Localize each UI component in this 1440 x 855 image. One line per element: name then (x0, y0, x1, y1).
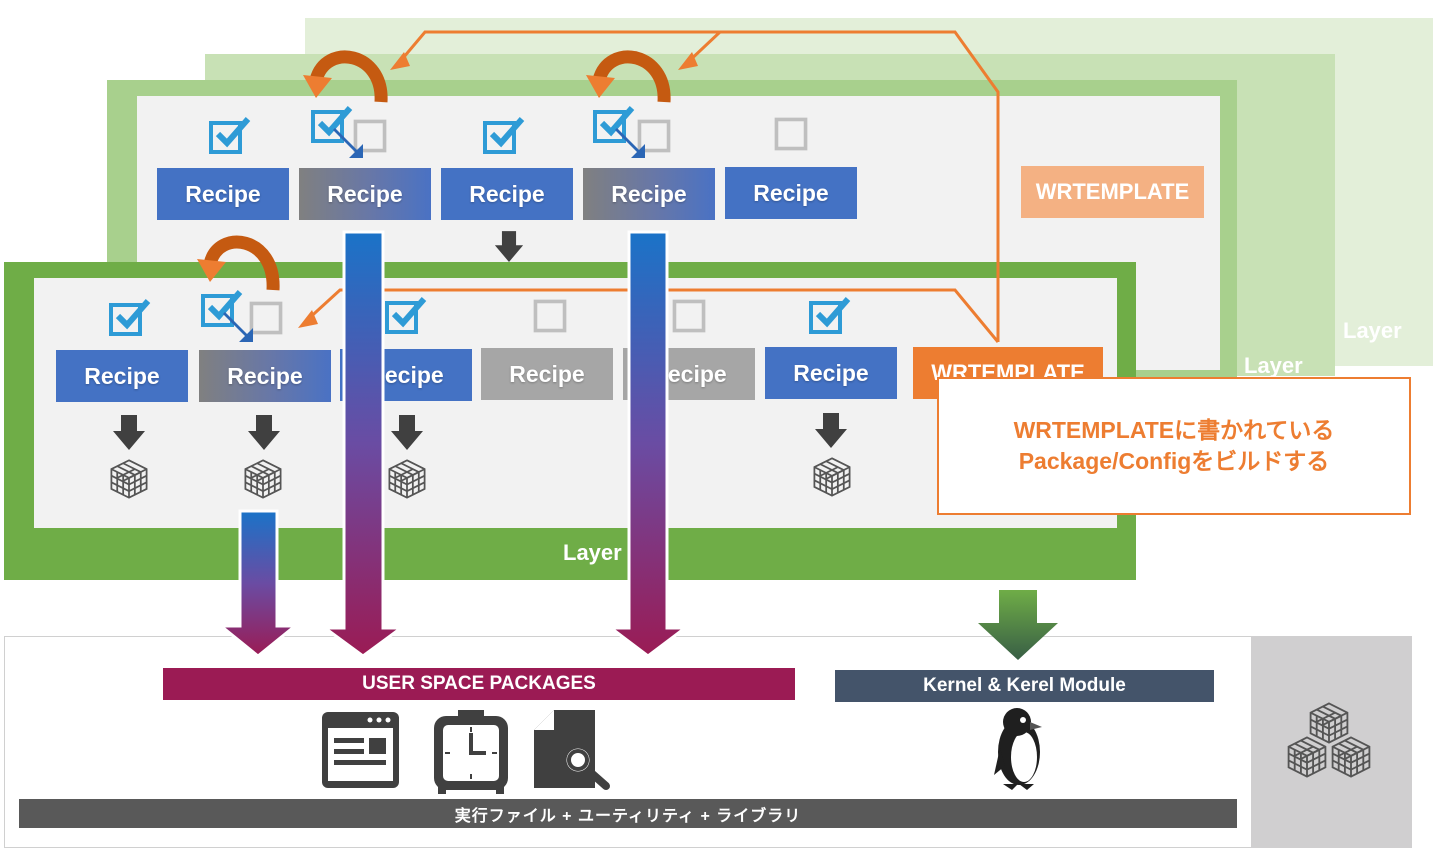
down-arrow-icon (815, 413, 847, 448)
callout-line-1: WRTEMPLATEに書かれている (1013, 417, 1335, 443)
down-arrow-icon (494, 231, 524, 262)
down-arrow-icon (248, 415, 280, 450)
checkbox-unchecked-icon[interactable] (353, 119, 387, 153)
checkbox-checked-icon[interactable] (811, 299, 848, 332)
kernel-module-bar: Kernel & Kerel Module (835, 670, 1214, 702)
package-cubes-icon (1287, 702, 1371, 778)
application-window-icon (322, 712, 399, 788)
checkbox-checked-icon[interactable] (595, 108, 632, 141)
recipe-upper-2[interactable]: Recipe (299, 168, 431, 220)
recipe-lower-2[interactable]: Recipe (199, 350, 331, 402)
package-cube-icon (244, 459, 282, 499)
callout-line-2: Package/Configをビルドする (1018, 448, 1330, 474)
executables-bar: 実行ファイル + ユーティリティ + ライブラリ (19, 799, 1237, 828)
checkbox-unchecked-icon[interactable] (249, 301, 283, 335)
checkbox-checked-icon[interactable] (111, 301, 148, 334)
layer-back-label: Layer (1343, 318, 1402, 343)
checkbox-unchecked-icon[interactable] (672, 299, 706, 333)
recipe-upper-1[interactable]: Recipe (157, 168, 289, 220)
recipe-upper-5[interactable]: Recipe (725, 167, 857, 219)
checkbox-checked-icon[interactable] (485, 119, 522, 152)
checkbox-checked-icon[interactable] (203, 292, 240, 325)
recipe-lower-4[interactable]: Recipe (481, 348, 613, 400)
wrtemplate-upper[interactable]: WRTEMPLATE (1021, 166, 1204, 218)
checkbox-unchecked-icon[interactable] (533, 299, 567, 333)
checkbox-checked-icon[interactable] (313, 108, 350, 141)
document-search-icon (534, 710, 610, 790)
layer-middle-label: Layer (1244, 353, 1303, 378)
package-cube-icon (813, 457, 851, 497)
layer-front-panel (34, 278, 1117, 528)
layer-front-label: Layer (563, 540, 622, 565)
recipe-upper-4[interactable]: Recipe (583, 168, 715, 220)
package-cube-icon (110, 459, 148, 499)
checkbox-unchecked-icon[interactable] (774, 117, 808, 151)
checkbox-checked-icon[interactable] (211, 119, 248, 152)
clock-icon (434, 710, 508, 794)
build-flow-arrow (216, 230, 690, 658)
package-cube-icon (388, 459, 426, 499)
checkbox-checked-icon[interactable] (387, 299, 424, 332)
recipe-lower-1[interactable]: Recipe (56, 350, 188, 402)
recipe-upper-3[interactable]: Recipe (441, 168, 573, 220)
wrtemplate-callout: WRTEMPLATEに書かれている Package/Configをビルドする (937, 377, 1411, 515)
kernel-flow-arrow (978, 590, 1058, 660)
curved-override-arrow-icon (197, 50, 671, 291)
user-space-packages-bar: USER SPACE PACKAGES (163, 668, 795, 700)
down-arrow-icon (113, 415, 145, 450)
recipe-lower-6[interactable]: Recipe (765, 347, 897, 399)
linux-penguin-icon (994, 708, 1042, 790)
override-pointer-icon (223, 128, 645, 342)
down-arrow-icon (391, 415, 423, 450)
